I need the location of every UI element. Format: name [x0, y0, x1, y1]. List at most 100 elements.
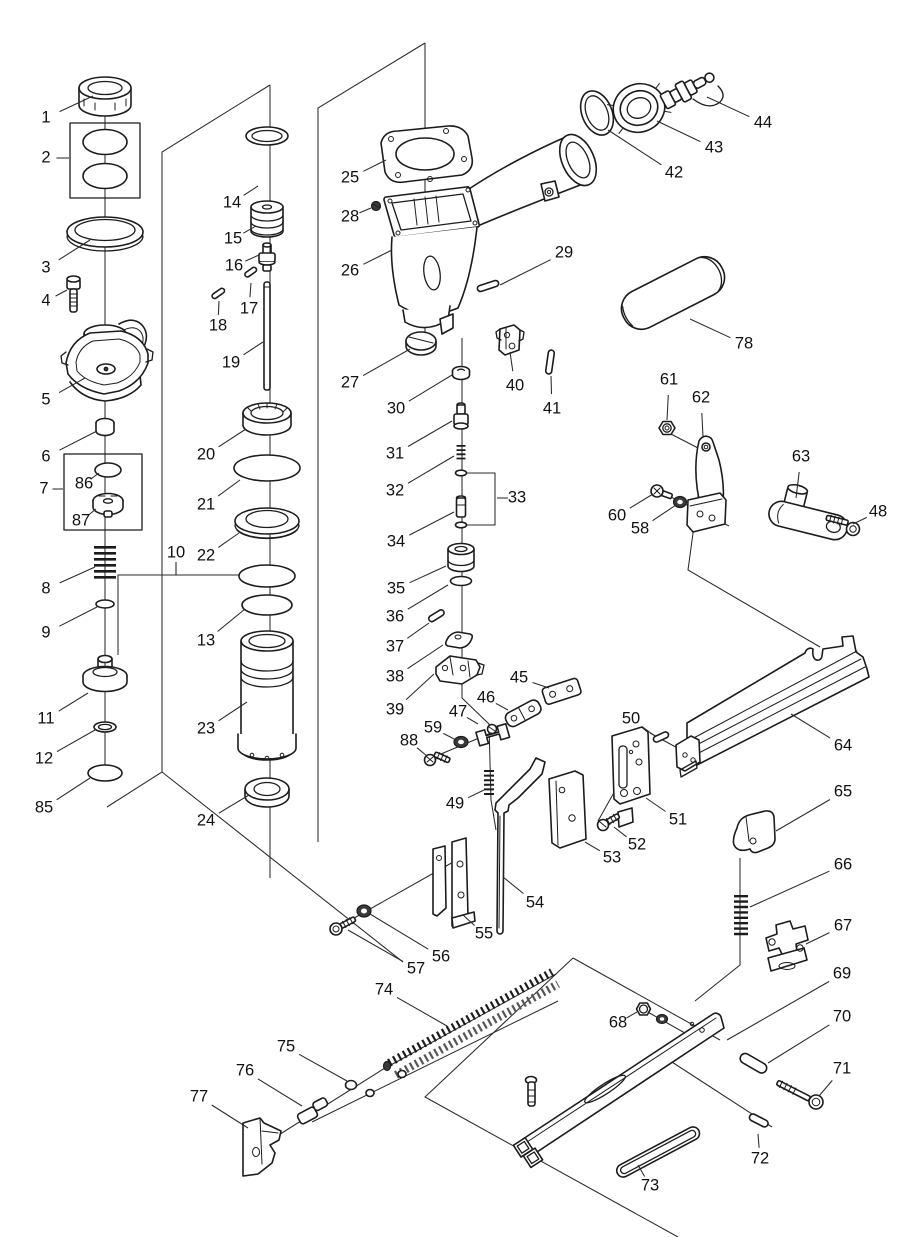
part-58-washer	[672, 495, 688, 509]
leader-21	[217, 479, 241, 497]
leader-70	[767, 1024, 830, 1064]
part-9-oring	[95, 599, 115, 609]
part-number-11: 11	[37, 709, 54, 727]
part-73-strip	[615, 1126, 701, 1178]
leader-50	[641, 726, 656, 737]
part-number-22: 22	[197, 546, 215, 564]
part-number-62: 62	[692, 388, 710, 406]
leader-40	[509, 351, 514, 372]
part-59-washer	[453, 735, 469, 749]
part-12-oring	[93, 721, 117, 733]
leader-31	[407, 420, 453, 447]
leader-17	[249, 282, 252, 298]
part-number-49: 49	[446, 794, 464, 812]
part-18-pin	[211, 287, 226, 300]
leader-27	[362, 348, 411, 377]
part-36-oring	[449, 575, 473, 587]
part-53-rear-plate	[548, 770, 587, 849]
leader-86	[90, 472, 100, 480]
leader-41	[550, 375, 553, 395]
part-13-oring	[241, 594, 293, 616]
part-54-driver-blade	[494, 757, 546, 935]
part-number-59: 59	[424, 718, 442, 736]
part-number-85: 85	[35, 798, 53, 816]
part-number-33: 33	[508, 488, 526, 506]
part-75-oring	[344, 1079, 358, 1091]
part-1-cap-ring	[78, 76, 132, 117]
part-37-pin	[427, 609, 445, 623]
part-number-71: 71	[833, 1059, 851, 1077]
leader-28	[359, 207, 372, 214]
part-number-45: 45	[510, 668, 528, 686]
leader-38	[407, 644, 444, 670]
leader-78	[689, 318, 731, 339]
part-57-screw	[329, 916, 357, 936]
part-number-77: 77	[190, 1087, 208, 1105]
part-27-cap-screw	[405, 331, 437, 356]
part-number-25: 25	[341, 168, 359, 186]
part-number-20: 20	[197, 445, 215, 463]
leader-22	[218, 532, 240, 548]
leader-52	[613, 826, 627, 838]
part-number-40: 40	[506, 376, 524, 394]
part-76-guide-sleeve	[296, 1097, 329, 1125]
part-number-67: 67	[834, 916, 852, 934]
part-number-75: 75	[277, 1037, 295, 1055]
part-33-oring-pair	[454, 469, 468, 529]
part-number-42: 42	[665, 163, 683, 181]
part-26-body-housing	[383, 133, 598, 335]
part-64-magazine-rail	[675, 635, 870, 778]
part-24-bearing-ring	[244, 777, 290, 808]
part-7-valve-set-box	[63, 453, 143, 531]
leader-26	[363, 249, 393, 265]
leader-51	[645, 797, 666, 812]
part-number-27: 27	[341, 373, 359, 391]
part-50-pin	[652, 731, 670, 743]
part-42-oring	[579, 90, 615, 136]
part-number-21: 21	[197, 495, 215, 513]
part-number-70: 70	[833, 1007, 851, 1025]
part-number-58: 58	[631, 519, 649, 537]
leader-4	[55, 289, 68, 297]
leader-67	[805, 932, 830, 945]
part-number-61: 61	[660, 370, 678, 388]
part-number-2: 2	[41, 148, 50, 166]
part-number-47: 47	[449, 702, 467, 720]
leader-65	[775, 799, 831, 832]
leader-72	[757, 1133, 760, 1148]
part-number-72: 72	[751, 1149, 769, 1167]
leader-66	[749, 870, 830, 908]
leader-37	[406, 622, 430, 639]
part-25-gasket-plate	[380, 125, 474, 184]
part-60-screw	[650, 484, 674, 500]
part-number-65: 65	[834, 782, 852, 800]
part-52-screw	[596, 813, 621, 832]
part-number-7: 7	[39, 479, 48, 497]
part-5-exhaust-cover	[60, 319, 154, 402]
part-61-nut	[658, 420, 676, 436]
part-number-69: 69	[833, 964, 851, 982]
leader-29	[499, 259, 551, 286]
part-35-valve-cup	[447, 542, 475, 573]
leader-55	[462, 914, 475, 926]
leader-11	[58, 692, 89, 712]
leader-45	[532, 682, 550, 689]
leader-19	[243, 341, 264, 356]
leader-58	[652, 504, 677, 522]
part-number-24: 24	[197, 811, 215, 829]
leader-59	[443, 732, 457, 741]
part-number-50: 50	[622, 709, 640, 727]
part-number-86: 86	[75, 474, 93, 492]
part-number-57: 57	[407, 959, 425, 977]
part-number-9: 9	[41, 623, 50, 641]
part-number-1: 1	[41, 108, 50, 126]
leader-61	[666, 394, 669, 421]
part-number-4: 4	[41, 291, 50, 309]
part-number-15: 15	[224, 229, 242, 247]
part-29-pin	[476, 279, 500, 293]
part-86-oring	[94, 462, 122, 478]
leader-15	[243, 225, 257, 234]
leader-43	[656, 120, 701, 143]
